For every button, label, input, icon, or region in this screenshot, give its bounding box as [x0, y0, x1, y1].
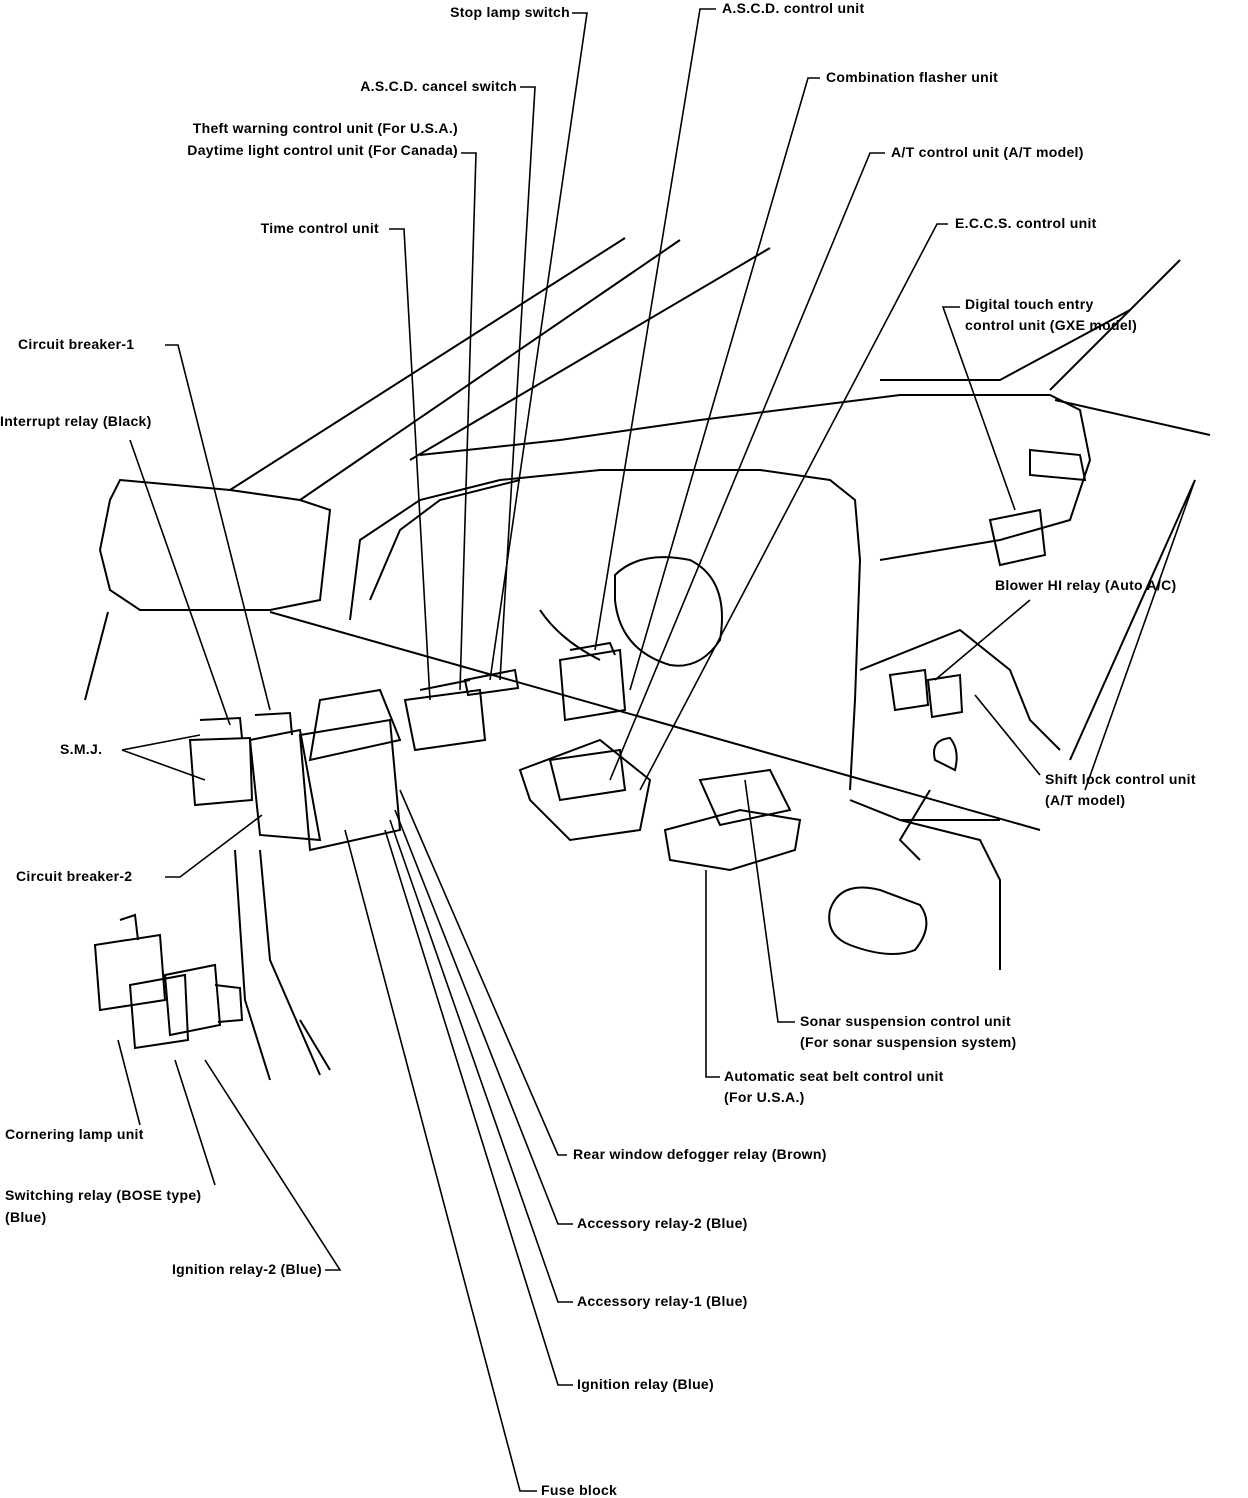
- leader-shift-lock-1: [974, 694, 1041, 776]
- label-rear-window-defogger-relay: Rear window defogger relay (Brown): [573, 1146, 827, 1162]
- leader-circuit-breaker-2: [165, 814, 263, 878]
- leader-accessory-relay-2: [394, 809, 573, 1225]
- leader-fuse-block: [344, 829, 537, 1492]
- label-daytime-light-control-unit: Daytime light control unit (For Canada): [187, 142, 458, 158]
- leader-shift-lock-2: [1084, 479, 1196, 791]
- label-interrupt-relay: Interrupt relay (Black): [0, 413, 152, 429]
- label-smj: S.M.J.: [60, 741, 103, 757]
- leader-smj-2: [121, 749, 206, 781]
- leader-eccs-control-unit: [639, 223, 948, 791]
- label-seat-belt-usa: (For U.S.A.): [724, 1089, 805, 1105]
- label-blower-hi-relay: Blower HI relay (Auto A/C): [995, 577, 1177, 593]
- label-combination-flasher-unit: Combination flasher unit: [826, 69, 999, 85]
- leader-circuit-breaker-1: [165, 344, 271, 711]
- dashboard-outline: [84, 237, 1211, 1081]
- leader-cornering-lamp: [117, 1039, 141, 1126]
- leader-ascd-control-unit: [594, 8, 716, 651]
- leader-smj-1: [121, 734, 201, 751]
- label-accessory-relay-1: Accessory relay-1 (Blue): [577, 1293, 748, 1309]
- leader-rear-defogger: [399, 789, 567, 1156]
- label-eccs-control-unit: E.C.C.S. control unit: [955, 215, 1097, 231]
- label-ignition-relay-2: Ignition relay-2 (Blue): [171, 1261, 322, 1277]
- leader-theft-warning: [459, 152, 477, 691]
- leader-blower-hi-relay: [934, 599, 1031, 681]
- leader-ascd-cancel-switch: [499, 86, 536, 681]
- component-shapes: [93, 508, 1047, 1050]
- label-digital-touch-entry: Digital touch entry: [965, 296, 1094, 312]
- label-at-control-unit: A/T control unit (A/T model): [891, 144, 1084, 160]
- leader-seat-belt: [705, 870, 720, 1078]
- label-switching-relay-color: (Blue): [5, 1209, 47, 1225]
- label-ascd-cancel-switch: A.S.C.D. cancel switch: [360, 78, 517, 94]
- leader-digital-touch-entry: [941, 306, 1016, 511]
- label-switching-relay: Switching relay (BOSE type): [5, 1187, 202, 1203]
- label-ignition-relay: Ignition relay (Blue): [577, 1376, 714, 1392]
- label-circuit-breaker-2: Circuit breaker-2: [16, 868, 133, 884]
- label-time-control-unit: Time control unit: [260, 220, 379, 236]
- leader-combination-flasher: [629, 77, 820, 691]
- leader-interrupt-relay: [129, 439, 231, 726]
- label-cornering-lamp-unit: Cornering lamp unit: [5, 1126, 144, 1142]
- leader-lines: [117, 8, 1196, 1492]
- label-fuse-block: Fuse block: [541, 1482, 618, 1498]
- leader-ignition-relay: [384, 829, 573, 1386]
- leader-time-control-unit: [389, 228, 431, 701]
- leader-at-control-unit: [609, 152, 885, 781]
- label-sonar-suspension-control-unit: Sonar suspension control unit: [800, 1013, 1011, 1029]
- leader-accessory-relay-1: [389, 819, 573, 1303]
- leader-sonar: [744, 779, 795, 1023]
- leader-ignition-relay-2: [204, 1059, 342, 1271]
- leader-switching-relay: [174, 1059, 216, 1186]
- label-shift-lock-model: (A/T model): [1045, 792, 1126, 808]
- label-circuit-breaker-1: Circuit breaker-1: [18, 336, 135, 352]
- label-theft-warning-control-unit: Theft warning control unit (For U.S.A.): [192, 120, 458, 136]
- label-accessory-relay-2: Accessory relay-2 (Blue): [577, 1215, 748, 1231]
- label-sonar-suspension-system: (For sonar suspension system): [800, 1034, 1017, 1050]
- leader-stop-lamp-switch: [489, 12, 588, 681]
- label-digital-touch-entry-model: control unit (GXE model): [965, 317, 1138, 333]
- label-stop-lamp-switch: Stop lamp switch: [450, 4, 570, 20]
- label-shift-lock-control-unit: Shift lock control unit: [1045, 771, 1196, 787]
- label-automatic-seat-belt-control-unit: Automatic seat belt control unit: [724, 1068, 944, 1084]
- label-ascd-control-unit: A.S.C.D. control unit: [722, 0, 865, 16]
